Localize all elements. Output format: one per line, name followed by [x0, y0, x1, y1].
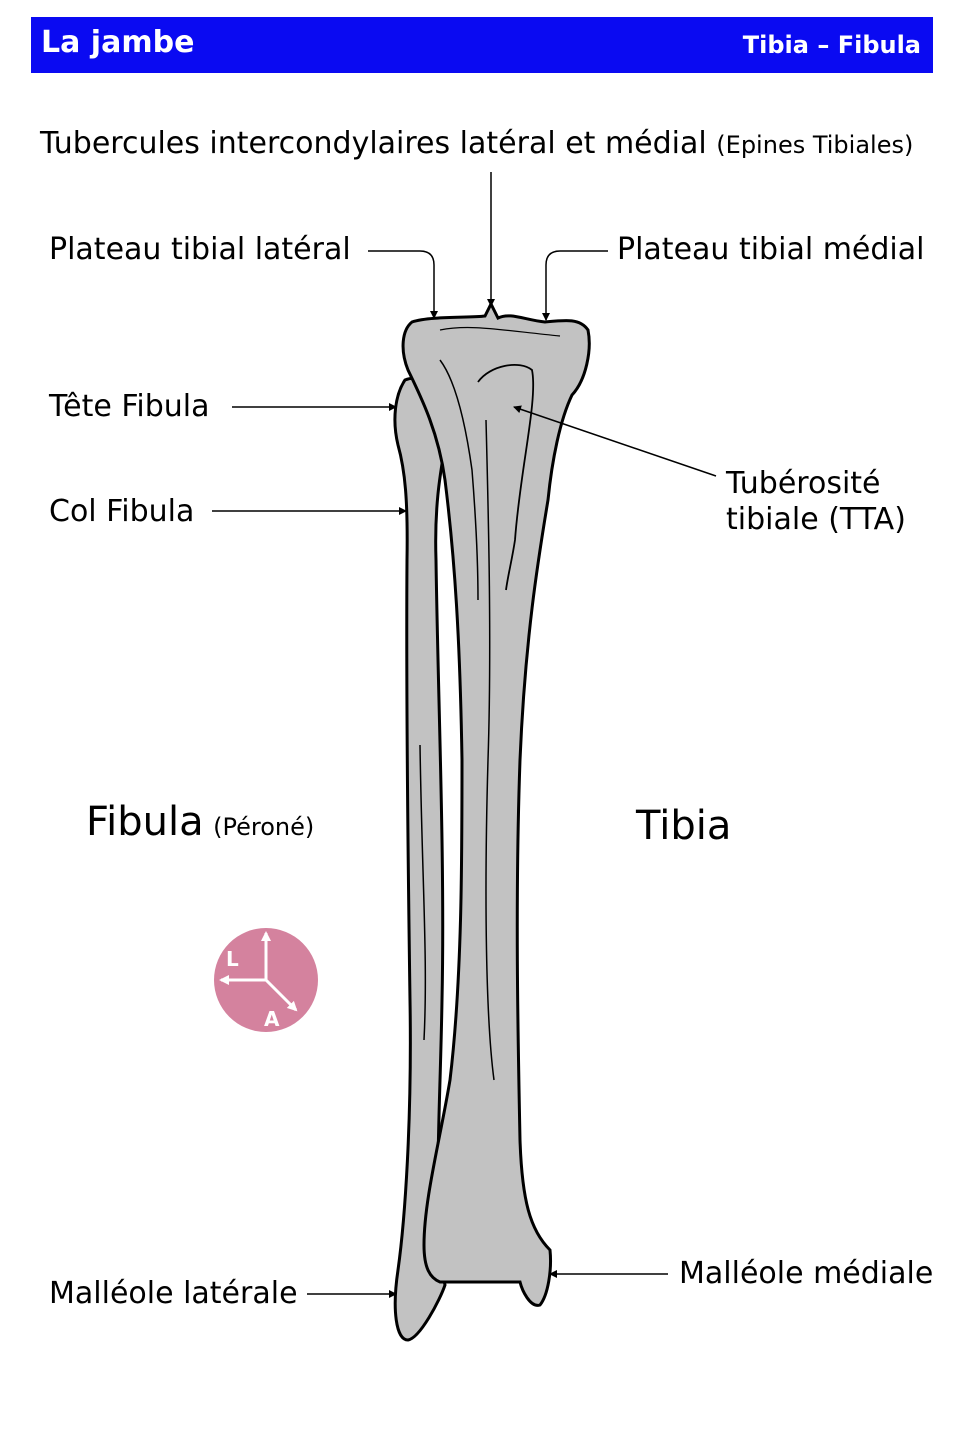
page-title: La jambe	[41, 25, 195, 60]
fibula-bone	[393, 376, 449, 1342]
label-fibula-text: Fibula	[86, 799, 204, 845]
label-tibia: Tibia	[636, 803, 732, 849]
tibia-anterior-crest	[485, 419, 495, 1081]
label-fibula-neck: Col Fibula	[49, 494, 195, 529]
tibia-medial-contour	[439, 359, 479, 601]
label-fibula-note: (Péroné)	[213, 813, 315, 841]
tibia-tuberosity-contour	[477, 363, 535, 591]
leader-plateau-medial	[542, 250, 608, 321]
tibia-plateau-line	[439, 326, 561, 337]
label-malleolus-medial: Malléole médiale	[679, 1256, 934, 1291]
label-intercondylar-text: Tubercules intercondylaires latéral et m…	[40, 126, 707, 161]
label-malleolus-lateral: Malléole latérale	[49, 1276, 298, 1311]
arrow-diagonal-icon	[264, 978, 298, 1012]
label-plateau-lateral: Plateau tibial latéral	[49, 232, 351, 267]
label-plateau-medial: Plateau tibial médial	[617, 232, 925, 267]
page-subtitle: Tibia – Fibula	[742, 31, 921, 59]
fibula-contour	[419, 744, 427, 1041]
leader-tuberosity	[513, 405, 717, 477]
orientation-lateral-label: L	[226, 947, 239, 971]
label-tuberosity-line1: Tubérosité	[726, 466, 881, 501]
label-fibula-head: Tête Fibula	[49, 389, 210, 424]
tibia-bone	[401, 300, 591, 1307]
label-fibula: Fibula (Péroné)	[86, 798, 314, 846]
orientation-anterior-label: A	[264, 1007, 280, 1031]
label-tuberosity-line2: tibiale (TTA)	[726, 502, 906, 537]
label-tuberosity: Tubérosité tibiale (TTA)	[726, 466, 906, 538]
orientation-badge: L A	[214, 928, 318, 1032]
label-intercondylar: Tubercules intercondylaires latéral et m…	[40, 126, 913, 162]
header-bar: La jambe Tibia – Fibula	[31, 17, 933, 73]
leader-plateau-lateral	[368, 250, 438, 319]
label-intercondylar-note: (Epines Tibiales)	[716, 131, 914, 159]
